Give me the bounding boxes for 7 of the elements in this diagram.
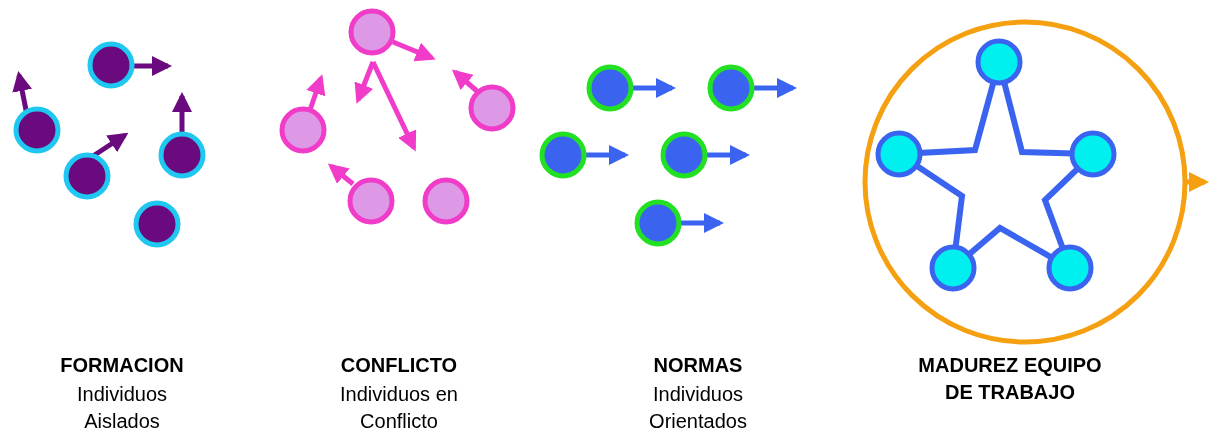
stage-title: NORMAS [652, 353, 744, 378]
stage-description: Individuos Orientados [648, 382, 748, 434]
stage-title: CONFLICTO [339, 353, 459, 378]
stage-title: FORMACION [59, 353, 185, 378]
stage-description: Individuos en Conflicto [339, 382, 459, 434]
stage-description: Individuos Aislados [75, 382, 169, 434]
stage-title: MADUREZ EQUIPO DE TRABAJO [917, 353, 1103, 405]
